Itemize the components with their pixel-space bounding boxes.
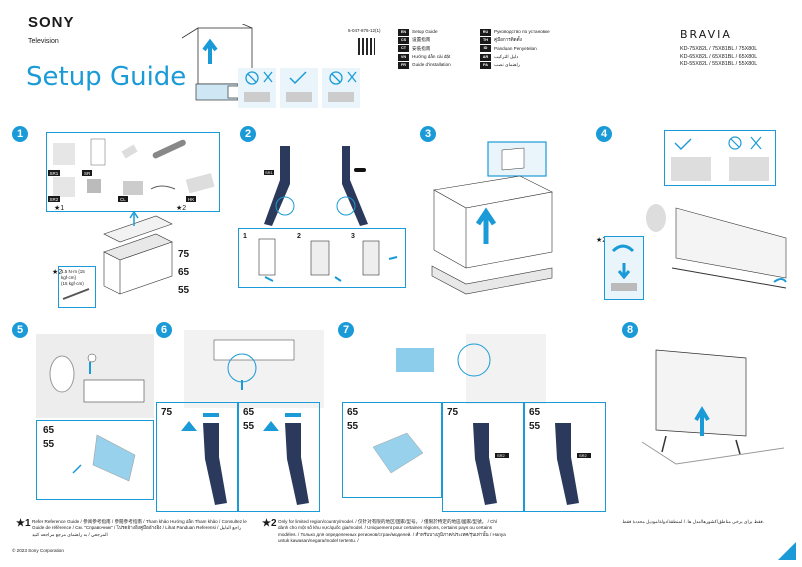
copyright: © 2023 Sony Corporation [12,548,64,553]
screw-torque-box: 1.5 N·m {15 kgf·cm} (15 kgf·cm) [58,266,96,308]
step-6-detail-left: 75 [156,402,238,512]
step-3-unboxing-illustration [431,141,553,295]
do-dont-row [238,68,360,108]
step-2-number: 2 [240,126,256,142]
tv-box-illustration [103,212,173,295]
size-55: 55 [347,421,359,432]
page-title: Setup Guide [26,62,187,92]
size-55: 55 [178,285,190,296]
footnote-star-2: ★2 [262,518,277,529]
step-6-attach-illustration [184,330,324,408]
prohibited-icon [238,68,276,108]
svg-text:SR2: SR2 [579,453,588,458]
step-3-number: 3 [420,126,436,142]
step-8-number: 8 [622,322,638,338]
document-number: 5-047-876-12(1) [348,28,381,33]
qr-code [358,38,375,55]
step-7-detail-mid: 75 SR2 [442,402,524,512]
step-4-number: 4 [596,126,612,142]
size-65: 65 [347,407,359,418]
product-label: Television [28,38,59,45]
ok-check-icon [280,68,318,108]
step-4-do-dont-box [664,130,776,186]
size-55: 55 [529,421,541,432]
substep-1: 1 [243,233,247,240]
step-7-number: 7 [338,322,354,338]
size-65: 65 [529,407,541,418]
svg-text:SR1: SR1 [265,170,274,175]
prohibited-icon-2 [322,68,360,108]
step-4-detail-box [604,236,644,300]
step-2-detail-box: 1 2 3 [238,228,406,288]
step-1-number: 1 [12,126,28,142]
star-2-marker: ★2 [596,237,607,244]
step-2-stand-illustration: SR1 [264,146,368,226]
part-label: HK [188,197,194,202]
substep-2: 2 [297,233,301,240]
screen-size-list: 75 65 55 [178,246,194,300]
brand-logo: SONY [28,14,75,31]
step-5-lift-illustration [36,334,154,418]
step-5-detail-box: 65 55 [36,420,154,500]
part-label: SR2 [50,197,59,202]
part-label: SR [84,171,91,176]
substep-3: 3 [351,233,355,240]
star-1-marker: ★1 [54,205,65,212]
size-55: 55 [43,439,55,450]
step-7-detail-right: 65 55 SR2 [524,402,606,512]
step-7-attach-illustration [396,334,546,404]
step-6-detail-right: 65 55 [238,402,320,512]
size-75: 75 [178,249,190,260]
step-7-detail-left: 65 55 [342,402,442,498]
footnote-1-text: Refer Reference Guide / 参阅参考指南 / 參閱參考指南 … [32,519,247,537]
step-1-parts-box [46,132,220,212]
size-75: 75 [161,407,173,418]
step-5-number: 5 [12,322,28,338]
size-65: 65 [43,425,55,436]
footnote-2-arabic: فقط برای برخی مناطق/کشورها/مدل ها. / لمن… [622,519,764,524]
part-label: CL [120,197,126,202]
size-65: 65 [243,407,255,418]
star-2-marker: ★2 [176,205,187,212]
svg-text:SR2: SR2 [497,453,506,458]
sony-fold-mark-icon [778,542,796,560]
footnote-star-1: ★1 [16,518,31,529]
size-65: 65 [178,267,190,278]
step-6-number: 6 [156,322,172,338]
step-4-remove-illustration [646,204,787,289]
model-list: KD-75X82L / 75X81BL / 75X80L KD-65X82L /… [680,46,758,67]
size-75: 75 [447,407,459,418]
star-2-marker: ★2 [52,269,63,276]
series-logo: BRAVIA [680,28,732,41]
step-8-stand-tv-illustration [641,349,785,465]
part-label: SR1 [50,171,59,176]
footnote-2-text: Only for limited region/country/model. /… [278,519,506,544]
size-55: 55 [243,421,255,432]
